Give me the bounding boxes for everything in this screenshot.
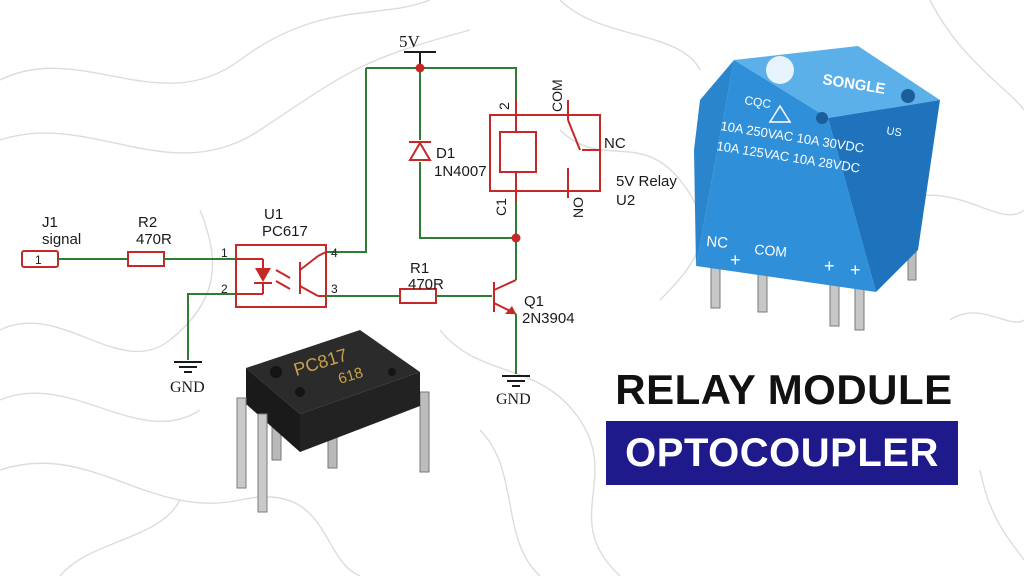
supply-label: 5V	[399, 32, 421, 51]
u1-pin-4: 4	[331, 246, 338, 260]
headline-optocoupler-badge: OPTOCOUPLER	[606, 421, 958, 485]
optocoupler-chip-photo: PC817 618	[236, 330, 430, 513]
relay-pin-nc: NC	[604, 135, 626, 152]
junction-dot	[511, 233, 521, 243]
q1-part: 2N3904	[522, 310, 575, 327]
j1-name: signal	[42, 231, 81, 248]
relay-ul-mark: US	[886, 125, 903, 139]
q1-ref: Q1	[524, 293, 544, 310]
diode-d1	[408, 141, 432, 161]
relay-plus-2: +	[824, 256, 835, 276]
relay-photo: SONGLE CQC US 10A 250VAC 10A 30VDC 10A 1…	[694, 46, 940, 331]
u2-ref: U2	[616, 192, 635, 209]
relay-pin-coil: C1	[493, 198, 509, 216]
d1-part: 1N4007	[434, 163, 487, 180]
schematic: 5V D1 1N4007 2 COM NC N	[21, 32, 677, 408]
relay-pin-nc-label: NC	[706, 233, 729, 252]
relay-u2-symbol	[489, 100, 601, 202]
headline-relay-module: RELAY MODULE	[615, 366, 953, 413]
relay-pin-no: NO	[570, 197, 586, 218]
gnd-left-label: GND	[170, 379, 205, 396]
relay-plus-1: +	[730, 250, 741, 270]
u1-pin-2: 2	[221, 282, 228, 296]
relay-pin-2: 2	[496, 102, 512, 110]
j1-ref: J1	[42, 214, 58, 231]
u1-pin-3: 3	[331, 282, 338, 296]
r1-ref: R1	[410, 260, 429, 277]
ground-symbol-left	[174, 361, 202, 373]
j1-pin: 1	[35, 253, 42, 267]
r2-ref: R2	[138, 214, 157, 231]
junction-dot	[415, 63, 425, 73]
relay-cert: CQC	[744, 93, 773, 111]
relay-plus-3: +	[850, 260, 861, 280]
u1-part: PC617	[262, 223, 308, 240]
relay-pin-com-label: COM	[754, 241, 788, 260]
u1-gnd-wire	[187, 293, 236, 360]
chip-marking-line2: 618	[336, 364, 365, 388]
top-rail-wire	[366, 67, 517, 100]
ground-symbol-right	[502, 375, 530, 387]
u1-ref: U1	[264, 206, 283, 223]
relay-pin-com: COM	[549, 79, 565, 112]
diode-bottom-wire	[419, 162, 516, 239]
u2-name: 5V Relay	[616, 173, 677, 190]
transistor-q1	[493, 279, 517, 315]
optocoupler-u1-symbol	[235, 244, 327, 308]
opto-collector-wire	[326, 68, 367, 253]
gnd-right-label: GND	[496, 391, 531, 408]
d1-ref: D1	[436, 145, 455, 162]
r1-value: 470R	[408, 276, 444, 293]
resistor-r2	[127, 251, 165, 267]
r2-value: 470R	[136, 231, 172, 248]
u1-pin-1: 1	[221, 246, 228, 260]
